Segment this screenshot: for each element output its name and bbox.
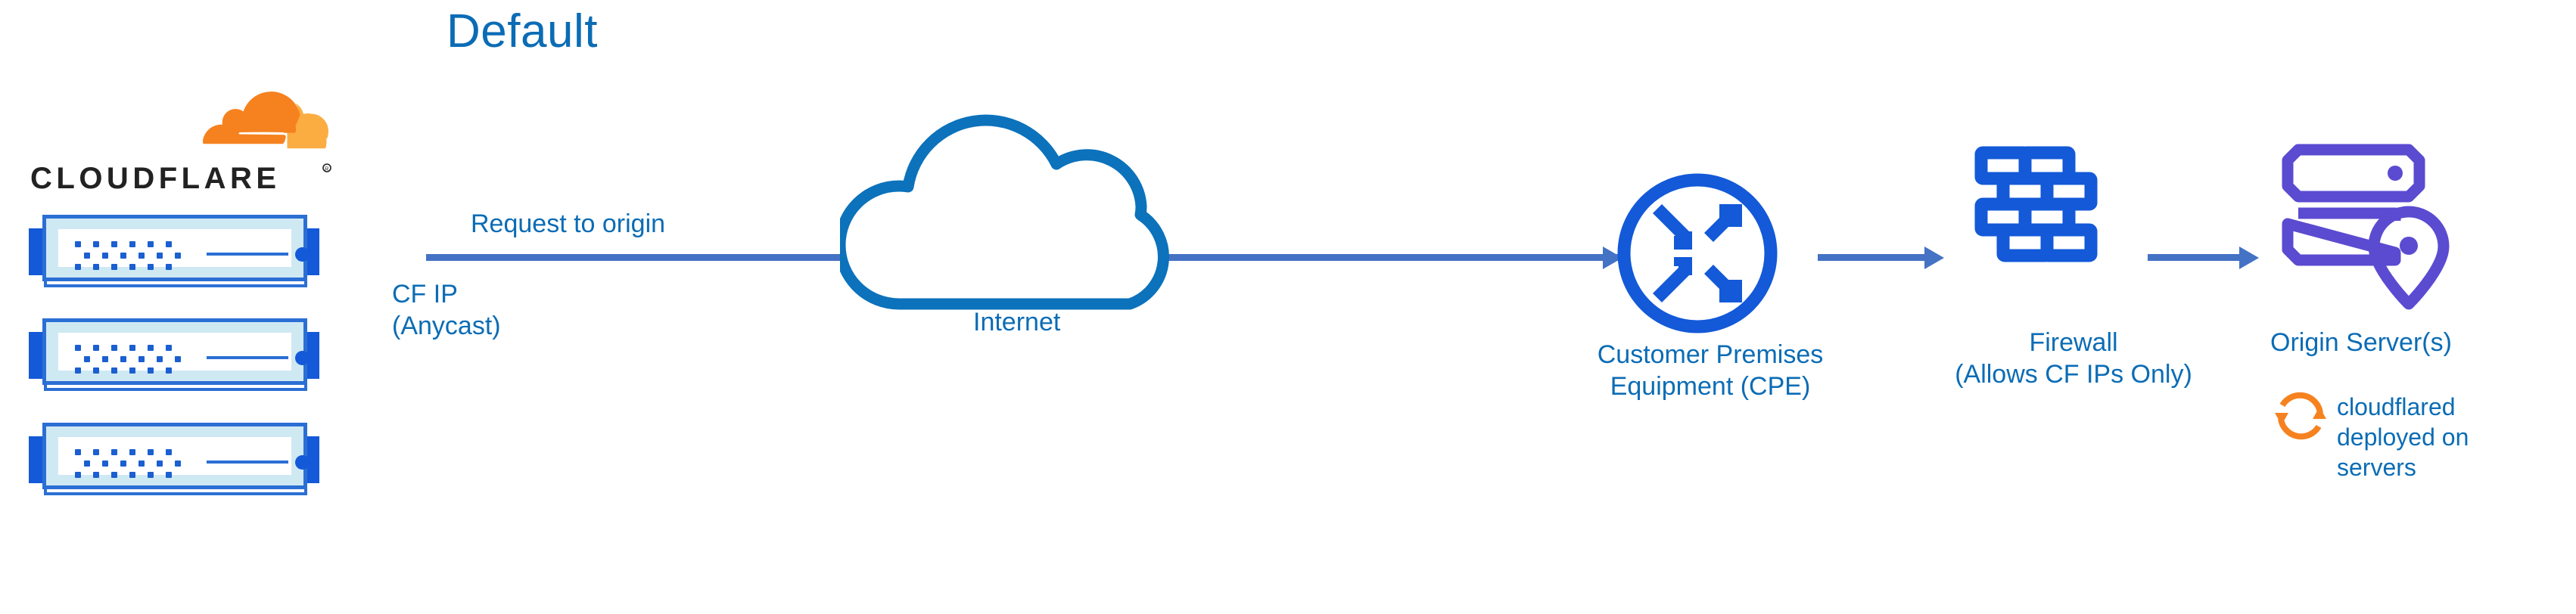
firewall-label: Firewall (Allows CF IPs Only) [1955, 328, 2192, 389]
server-chassis [42, 423, 310, 489]
sync-arrows-icon [2270, 386, 2331, 446]
cloudflare-edge-server-3 [8, 418, 341, 500]
cloudflare-edge-server-2 [8, 314, 341, 395]
server-vent-dots [75, 449, 181, 478]
arrow-cpe-to-firewall-line [1818, 254, 1927, 261]
server-vent-dots [75, 345, 181, 374]
server-front-panel [58, 229, 310, 270]
cloudflare-cloud-logo-icon [193, 88, 333, 159]
server-front-panel [58, 333, 310, 374]
cpe-label: Customer Premises Equipment (CPE) [1597, 340, 1824, 401]
cloudflare-wordmark: CLOUDFLARE R [30, 160, 333, 195]
server-power-led-icon [295, 455, 310, 470]
brick-wall-icon [1968, 144, 2119, 295]
arrow-firewall-to-origin-head [2239, 247, 2259, 269]
internet-label: Internet [973, 308, 1061, 336]
origin-server-label: Origin Server(s) [2270, 328, 2452, 357]
cloudflare-logo: CLOUDFLARE R [30, 88, 333, 212]
arrow-firewall-to-origin-line [2148, 254, 2242, 261]
cf-ip-anycast-label: CF IP (Anycast) [392, 280, 501, 340]
cloudflare-edge-server-1 [8, 210, 341, 292]
cloudflared-label: cloudflared deployed on servers [2337, 393, 2469, 481]
server-status-line [207, 253, 288, 256]
server-front-panel [58, 437, 310, 478]
server-power-led-icon [295, 247, 310, 262]
page-title: Default [446, 5, 598, 57]
server-chassis [42, 215, 310, 281]
server-power-led-icon [295, 351, 310, 365]
arrow-cpe-to-firewall-head [1924, 247, 1944, 269]
router-arrows-icon [1610, 166, 1784, 340]
server-rack-location-pin-icon [2282, 136, 2463, 310]
cloud-icon [834, 106, 1294, 348]
request-to-origin-label: Request to origin [471, 209, 666, 238]
server-status-line [207, 460, 288, 464]
server-status-line [207, 356, 288, 359]
svg-text:R: R [325, 167, 328, 172]
server-chassis [42, 318, 310, 385]
svg-text:CLOUDFLARE: CLOUDFLARE [30, 162, 281, 195]
server-vent-dots [75, 241, 181, 270]
